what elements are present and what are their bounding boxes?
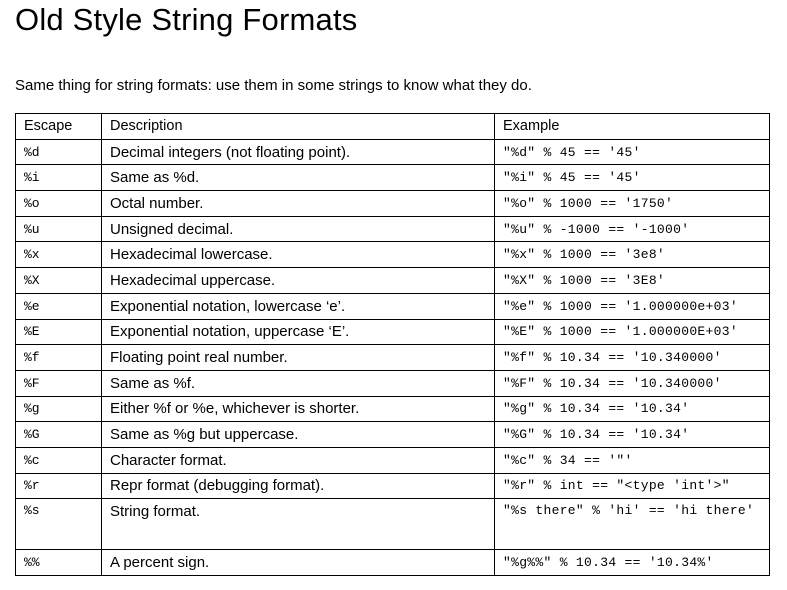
description-cell: A percent sign. <box>101 549 495 576</box>
escape-cell: %G <box>15 421 102 448</box>
header-description: Description <box>101 113 495 140</box>
page-title: Old Style String Formats <box>15 2 358 37</box>
escape-cell: %o <box>15 190 102 217</box>
escape-cell: %d <box>15 138 102 166</box>
table-row: %% A percent sign. "%g%%" % 10.34 == '10… <box>15 549 770 576</box>
example-cell: "%r" % int == "<type 'int'>" <box>494 472 770 500</box>
escape-cell: %E <box>15 318 102 346</box>
header-example: Example <box>494 113 770 140</box>
table-row: %G Same as %g but uppercase. "%G" % 10.3… <box>15 421 770 448</box>
table-row: %i Same as %d. "%i" % 45 == '45' <box>15 164 770 192</box>
description-cell: Same as %d. <box>101 164 495 192</box>
description-cell: Character format. <box>101 446 495 474</box>
table-row: %o Octal number. "%o" % 1000 == '1750' <box>15 190 770 217</box>
table-row: %f Floating point real number. "%f" % 10… <box>15 344 770 371</box>
example-cell: "%i" % 45 == '45' <box>494 164 770 192</box>
table-row: %E Exponential notation, uppercase ‘E’. … <box>15 318 770 346</box>
description-cell: Decimal integers (not floating point). <box>101 138 495 166</box>
escape-cell: %x <box>15 241 102 269</box>
example-cell: "%F" % 10.34 == '10.340000' <box>494 369 770 397</box>
description-cell: Unsigned decimal. <box>101 215 495 243</box>
escape-cell: %c <box>15 446 102 474</box>
table-row: %F Same as %f. "%F" % 10.34 == '10.34000… <box>15 369 770 397</box>
description-cell: String format. <box>101 498 495 551</box>
example-cell: "%X" % 1000 == '3E8' <box>494 267 770 294</box>
example-cell: "%x" % 1000 == '3e8' <box>494 241 770 269</box>
table-row: %d Decimal integers (not floating point)… <box>15 138 770 166</box>
description-cell: Hexadecimal lowercase. <box>101 241 495 269</box>
table-row: %s String format. "%s there" % 'hi' == '… <box>15 498 770 551</box>
description-cell: Hexadecimal uppercase. <box>101 267 495 294</box>
example-cell: "%G" % 10.34 == '10.34' <box>494 421 770 448</box>
escape-cell: %s <box>15 498 102 551</box>
description-cell: Floating point real number. <box>101 344 495 371</box>
example-cell: "%f" % 10.34 == '10.340000' <box>494 344 770 371</box>
description-cell: Repr format (debugging format). <box>101 472 495 500</box>
table-row: %g Either %f or %e, whichever is shorter… <box>15 395 770 423</box>
escape-cell: %F <box>15 369 102 397</box>
escape-cell: %u <box>15 215 102 243</box>
table-header-row: Escape Description Example <box>15 113 770 140</box>
example-cell: "%u" % -1000 == '-1000' <box>494 215 770 243</box>
table-row: %r Repr format (debugging format). "%r" … <box>15 472 770 500</box>
table-row: %c Character format. "%c" % 34 == '"' <box>15 446 770 474</box>
example-cell: "%o" % 1000 == '1750' <box>494 190 770 217</box>
escape-cell: %% <box>15 549 102 576</box>
example-cell: "%d" % 45 == '45' <box>494 138 770 166</box>
escape-cell: %X <box>15 267 102 294</box>
header-escape: Escape <box>15 113 102 140</box>
example-cell: "%c" % 34 == '"' <box>494 446 770 474</box>
intro-text: Same thing for string formats: use them … <box>15 77 532 94</box>
escape-cell: %r <box>15 472 102 500</box>
description-cell: Either %f or %e, whichever is shorter. <box>101 395 495 423</box>
table-row: %e Exponential notation, lowercase ‘e’. … <box>15 292 770 320</box>
description-cell: Same as %g but uppercase. <box>101 421 495 448</box>
example-cell: "%e" % 1000 == '1.000000e+03' <box>494 292 770 320</box>
example-cell: "%g" % 10.34 == '10.34' <box>494 395 770 423</box>
table-row: %X Hexadecimal uppercase. "%X" % 1000 ==… <box>15 267 770 294</box>
escape-cell: %e <box>15 292 102 320</box>
example-cell: "%s there" % 'hi' == 'hi there' <box>494 498 770 551</box>
escape-cell: %f <box>15 344 102 371</box>
description-cell: Exponential notation, lowercase ‘e’. <box>101 292 495 320</box>
example-cell: "%E" % 1000 == '1.000000E+03' <box>494 318 770 346</box>
table-row: %x Hexadecimal lowercase. "%x" % 1000 ==… <box>15 241 770 269</box>
description-cell: Exponential notation, uppercase ‘E’. <box>101 318 495 346</box>
description-cell: Same as %f. <box>101 369 495 397</box>
example-cell: "%g%%" % 10.34 == '10.34%' <box>494 549 770 576</box>
description-cell: Octal number. <box>101 190 495 217</box>
format-table: Escape Description Example %d Decimal in… <box>15 113 770 576</box>
escape-cell: %g <box>15 395 102 423</box>
escape-cell: %i <box>15 164 102 192</box>
table-row: %u Unsigned decimal. "%u" % -1000 == '-1… <box>15 215 770 243</box>
